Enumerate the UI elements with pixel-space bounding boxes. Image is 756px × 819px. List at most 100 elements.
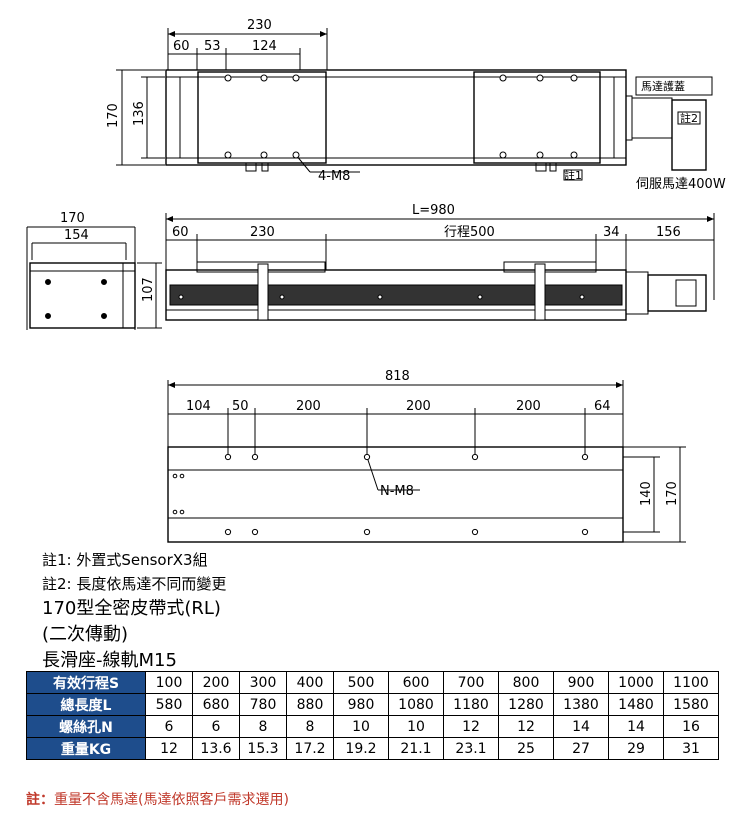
spec-cell: 29 (608, 737, 664, 760)
spec-cell: 15.3 (239, 737, 287, 760)
bottom-view (167, 380, 686, 543)
top-view (116, 28, 707, 181)
spec-cell: 6 (145, 715, 193, 738)
spec-cell: 8 (286, 715, 334, 738)
spec-cell: 1000 (608, 671, 664, 694)
spec-cell: 6 (192, 715, 240, 738)
spec-cell: 1580 (663, 693, 719, 716)
dim-side-230: 230 (250, 225, 275, 240)
footnote-prefix: 註： (26, 792, 54, 808)
spec-cell: 400 (286, 671, 334, 694)
spec-row-header: 螺絲孔N (26, 715, 146, 738)
spec-cell: 200 (192, 671, 240, 694)
dim-top-60: 60 (173, 39, 190, 54)
spec-cell: 1080 (388, 693, 444, 716)
spec-cell: 600 (388, 671, 444, 694)
spec-cell: 980 (333, 693, 389, 716)
spec-cell: 1100 (663, 671, 719, 694)
spec-cell: 14 (553, 715, 609, 738)
spec-cell: 8 (239, 715, 287, 738)
spec-cell: 1380 (553, 693, 609, 716)
spec-cell: 1480 (608, 693, 664, 716)
slider-type: 長滑座-線軌M15 (42, 650, 177, 671)
spec-cell: 580 (145, 693, 193, 716)
spec-cell: 12 (498, 715, 554, 738)
note2-tag: 註2 (680, 112, 698, 125)
spec-cell: 880 (286, 693, 334, 716)
dim-bottom-200-a: 200 (296, 399, 321, 414)
note1: 註1: 外置式SensorX3組 (42, 551, 208, 569)
dim-bottom-200-b: 200 (406, 399, 431, 414)
spec-row-header: 總長度L (26, 693, 146, 716)
top-view-holes (224, 74, 578, 159)
dim-bottom-818: 818 (385, 369, 410, 384)
dim-top-136: 136 (132, 101, 147, 126)
spec-cell: 800 (498, 671, 554, 694)
end-view (26, 226, 162, 330)
spec-cell: 700 (443, 671, 499, 694)
dim-top-230: 230 (247, 18, 272, 33)
spec-cell: 31 (663, 737, 719, 760)
model-title: 170型全密皮帶式(RL) (42, 598, 221, 619)
dim-end-154: 154 (64, 228, 89, 243)
spec-row-header: 重量KG (26, 737, 146, 760)
spec-cell: 16 (663, 715, 719, 738)
dim-bottom-140: 140 (639, 481, 654, 506)
spec-cell: 12 (145, 737, 193, 760)
dim-side-total-length: L=980 (412, 203, 455, 218)
spec-row-header: 有效行程S (26, 671, 146, 694)
spec-cell: 27 (553, 737, 609, 760)
spec-cell: 21.1 (388, 737, 444, 760)
end-view-holes (45, 279, 107, 319)
note2: 註2: 長度依馬達不同而變更 (42, 575, 227, 593)
notes-block: 註1: 外置式SensorX3組 註2: 長度依馬達不同而變更 170型全密皮帶… (42, 548, 226, 674)
dim-end-107: 107 (141, 277, 156, 302)
spec-cell: 780 (239, 693, 287, 716)
callout-4-m8: 4-M8 (318, 169, 350, 184)
dim-top-124: 124 (252, 39, 277, 54)
spec-cell: 19.2 (333, 737, 389, 760)
spec-cell: 680 (192, 693, 240, 716)
spec-cell: 17.2 (286, 737, 334, 760)
servo-motor-label: 伺服馬達400W (636, 177, 726, 192)
spec-cell: 300 (239, 671, 287, 694)
dim-top-170: 170 (106, 103, 121, 128)
drawing-canvas: 230 60 53 124 170 136 4-M8 伺服馬達400W 170 … (26, 18, 726, 543)
spec-cell: 100 (145, 671, 193, 694)
footnote-text: 重量不含馬達(馬達依照客戶需求選用) (54, 792, 289, 808)
dim-side-34: 34 (603, 225, 620, 240)
spec-cell: 25 (498, 737, 554, 760)
bottom-view-holes (172, 453, 589, 536)
arrowheads (166, 31, 714, 388)
spec-cell: 500 (333, 671, 389, 694)
side-view (165, 213, 715, 321)
dim-end-170: 170 (60, 211, 85, 226)
side-view-dots (178, 294, 585, 300)
footnote: 註：重量不含馬達(馬達依照客戶需求選用) (26, 789, 289, 809)
dim-bottom-64: 64 (594, 399, 611, 414)
dim-bottom-200-c: 200 (516, 399, 541, 414)
motor-cover-label: 馬達護蓋 (641, 79, 685, 93)
dim-bottom-170: 170 (665, 481, 680, 506)
spec-cell: 23.1 (443, 737, 499, 760)
dim-side-156: 156 (656, 225, 681, 240)
spec-cell: 10 (333, 715, 389, 738)
spec-cell: 1280 (498, 693, 554, 716)
spec-cell: 900 (553, 671, 609, 694)
dim-bottom-104: 104 (186, 399, 211, 414)
spec-cell: 13.6 (192, 737, 240, 760)
drive-type: (二次傳動) (42, 624, 129, 645)
dim-side-60: 60 (172, 225, 189, 240)
spec-cell: 14 (608, 715, 664, 738)
dim-top-53: 53 (204, 39, 221, 54)
spec-cell: 12 (443, 715, 499, 738)
dim-side-stroke: 行程500 (444, 225, 495, 240)
motor-cover-box (635, 76, 713, 96)
note1-tag: 註1 (564, 169, 582, 182)
spec-cell: 10 (388, 715, 444, 738)
